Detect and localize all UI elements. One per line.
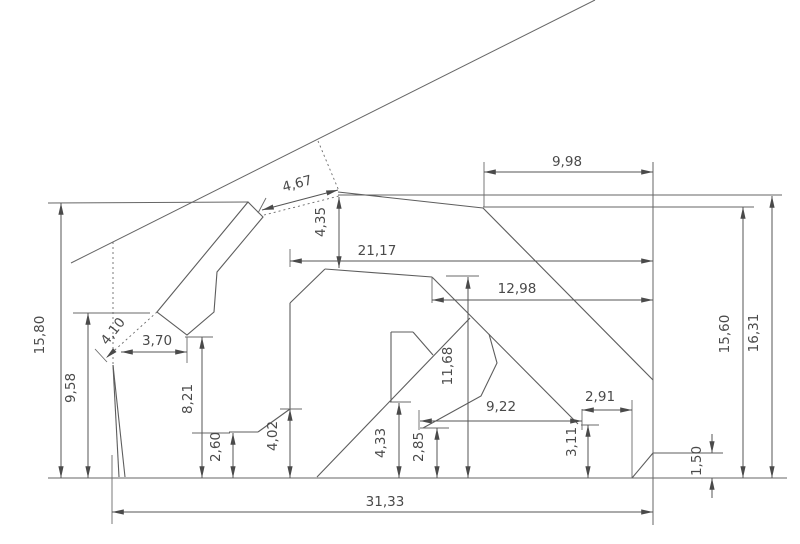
dim-label-8-21: 8,21 [180, 384, 196, 414]
profile-top-edge [337, 191, 484, 209]
tick-4-67-left [257, 197, 267, 214]
plateau-left-slope [289, 268, 326, 304]
dim-label-4-02: 4,02 [265, 421, 281, 451]
dim-label-15-80: 15,80 [32, 316, 48, 355]
top-reference-left [47, 201, 249, 204]
dim-label-4-10: 4,10 [98, 315, 129, 349]
dim-label-2-85: 2,85 [411, 432, 427, 462]
dim-label-9-98: 9,98 [552, 154, 582, 170]
dim-label-31-33: 31,33 [366, 494, 405, 510]
reference-lines [47, 0, 787, 525]
step-diagonal [631, 452, 654, 479]
left-wedge-b [112, 364, 126, 478]
plateau-top [324, 268, 433, 278]
dim-label-21-17: 21,17 [358, 243, 397, 259]
main-diagonal-line [70, 0, 596, 264]
dim-label-3-11: 3,11 [564, 427, 580, 457]
dotted-peak-projection [317, 140, 340, 192]
dim-label-4-35: 4,35 [313, 207, 329, 237]
dimline-4-67 [261, 189, 339, 211]
dim-label-1-50: 1,50 [689, 446, 705, 476]
inner-rising-diagonal [316, 317, 471, 478]
dim-label-15-60: 15,60 [717, 315, 733, 354]
dim-label-3-70: 3,70 [142, 333, 172, 349]
projection-lines [105, 140, 340, 366]
dim-label-9-58: 9,58 [63, 373, 79, 403]
dim-label-2-60: 2,60 [208, 432, 224, 462]
terrain-profile [112, 191, 723, 479]
dim-label-16-31: 16,31 [746, 314, 762, 353]
dim-label-9-22: 9,22 [486, 399, 516, 415]
dim-label-12-98: 12,98 [498, 281, 537, 297]
dimension-lines [58, 169, 775, 515]
tick-4-10-end [94, 348, 108, 363]
inclined-strip [156, 201, 264, 336]
left-wedge-a [112, 364, 120, 478]
profile-right-slope [482, 207, 654, 381]
inner-peak-diagonal [412, 331, 434, 356]
dim-label-4-67: 4,67 [281, 172, 314, 195]
dim-label-4-33: 4,33 [373, 428, 389, 458]
kinked-profile-line [422, 333, 498, 429]
dim-label-2-91: 2,91 [585, 389, 615, 405]
dotted-4-10-line [105, 311, 158, 359]
dimension-labels: 4,67 9,98 4,35 21,17 12,98 15,80 9,58 4,… [32, 154, 762, 510]
mid-diagonal-edge [257, 408, 291, 433]
dim-label-11-68: 11,68 [440, 347, 456, 386]
